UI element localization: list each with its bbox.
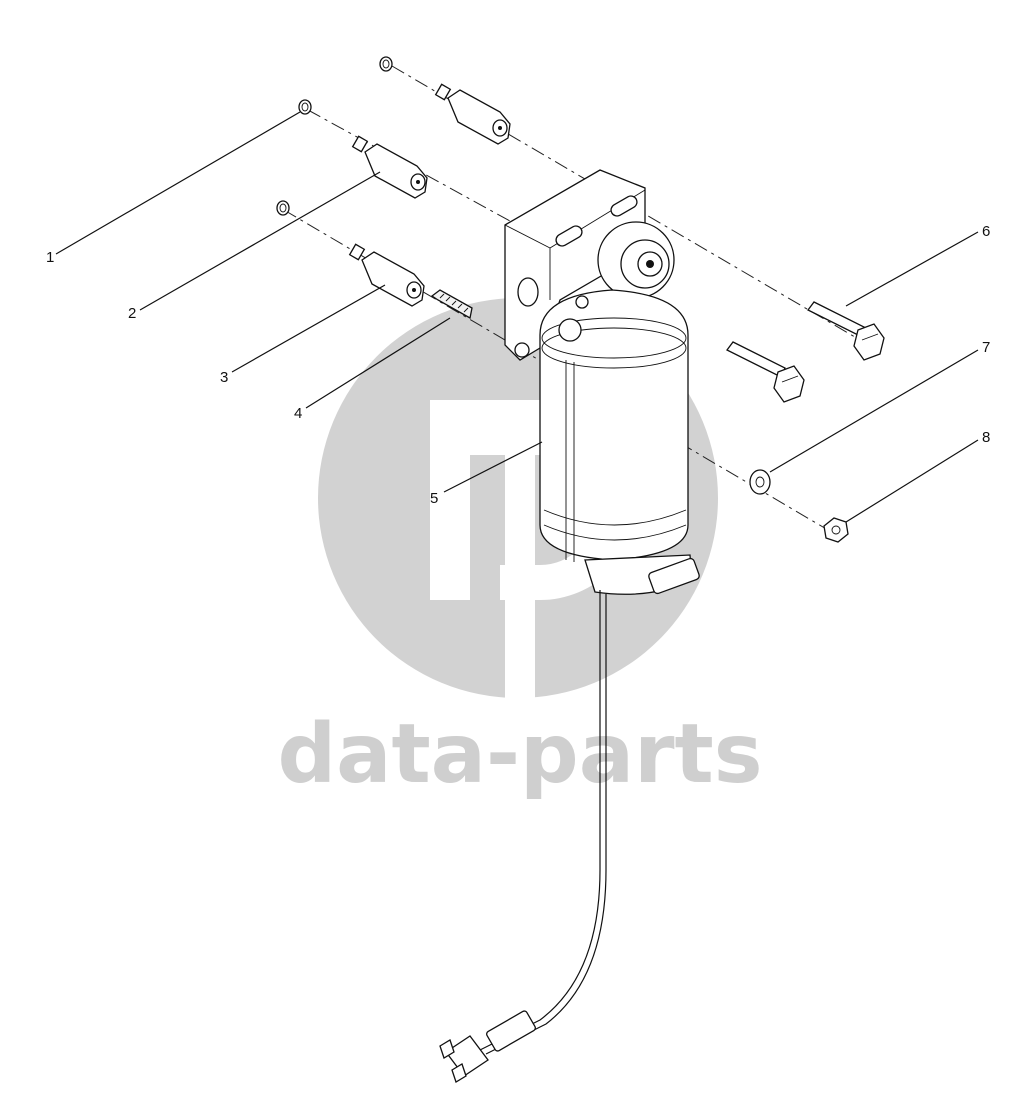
fuel-filter-icon — [504, 169, 700, 595]
washer-icon — [749, 469, 771, 495]
o-ring-icon — [276, 56, 393, 216]
callout-3: 3 — [220, 369, 228, 386]
callout-2: 2 — [128, 305, 136, 322]
callout-6: 6 — [982, 223, 990, 240]
callout-7: 7 — [982, 339, 990, 356]
stud-icon — [430, 289, 473, 320]
callout-8: 8 — [982, 429, 990, 446]
connector-icon — [439, 590, 607, 1083]
callout-4: 4 — [294, 405, 302, 422]
callout-5: 5 — [430, 490, 438, 507]
bolt-icon — [726, 301, 885, 403]
nut-icon — [823, 517, 849, 543]
spacer-icon — [348, 83, 511, 307]
callout-1: 1 — [46, 249, 54, 266]
leader-lines — [55, 111, 979, 523]
watermark-text: data-parts — [277, 707, 762, 802]
